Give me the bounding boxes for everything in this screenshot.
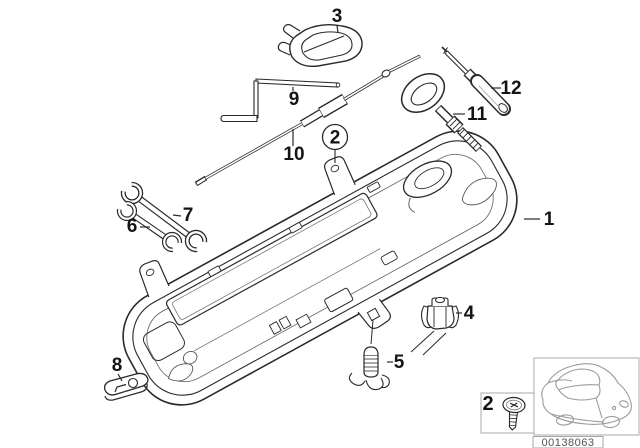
callout-label-2: 2 bbox=[330, 128, 341, 149]
callout-8: 8 bbox=[112, 355, 123, 382]
part-rod-drawing bbox=[194, 54, 421, 187]
part-expanding-nut-drawing bbox=[420, 296, 460, 330]
part-wrench-large-drawing bbox=[120, 181, 208, 253]
part-screwdriver-drawing bbox=[441, 46, 511, 116]
document-number: 00138063 bbox=[542, 437, 595, 448]
callout-2-circled: 2 bbox=[321, 123, 349, 163]
callout-label-8: 8 bbox=[112, 355, 123, 376]
callout-9: 9 bbox=[289, 87, 300, 110]
inset-screw-box: 2 bbox=[480, 392, 535, 434]
callout-label-10: 10 bbox=[283, 144, 304, 165]
part-crank-drawing bbox=[220, 78, 341, 123]
inset-car-box bbox=[533, 357, 640, 436]
callout-7: 7 bbox=[172, 205, 194, 226]
callout-3: 3 bbox=[332, 6, 343, 34]
callout-label-12: 12 bbox=[500, 78, 521, 99]
callout-label-7: 7 bbox=[183, 205, 194, 226]
callout-1: 1 bbox=[524, 209, 555, 230]
callout-5: 5 bbox=[370, 319, 405, 373]
callout-label-9: 9 bbox=[289, 89, 300, 110]
inset-label: 2 bbox=[482, 393, 493, 415]
callout-label-5: 5 bbox=[394, 352, 405, 373]
callout-label-3: 3 bbox=[332, 6, 343, 27]
callout-11: 11 bbox=[453, 104, 487, 125]
part-towing-eye-drawing bbox=[400, 73, 483, 153]
callout-12: 12 bbox=[491, 78, 522, 99]
part-handle-drawing bbox=[277, 23, 363, 67]
callout-4: 4 bbox=[410, 303, 475, 356]
document-number-box: 00138063 bbox=[532, 436, 604, 448]
part-tray-drawing bbox=[122, 130, 518, 406]
callout-label-11: 11 bbox=[467, 104, 488, 125]
callout-label-4: 4 bbox=[464, 303, 475, 324]
screw-icon bbox=[502, 396, 526, 431]
callout-label-1: 1 bbox=[544, 209, 555, 230]
part-cover-plate-drawing bbox=[103, 372, 149, 401]
callout-label-6: 6 bbox=[127, 216, 138, 237]
callout-10: 10 bbox=[283, 129, 305, 165]
car-icon bbox=[541, 363, 632, 429]
callout-6: 6 bbox=[127, 216, 150, 237]
part-plug-drawing bbox=[348, 346, 390, 391]
